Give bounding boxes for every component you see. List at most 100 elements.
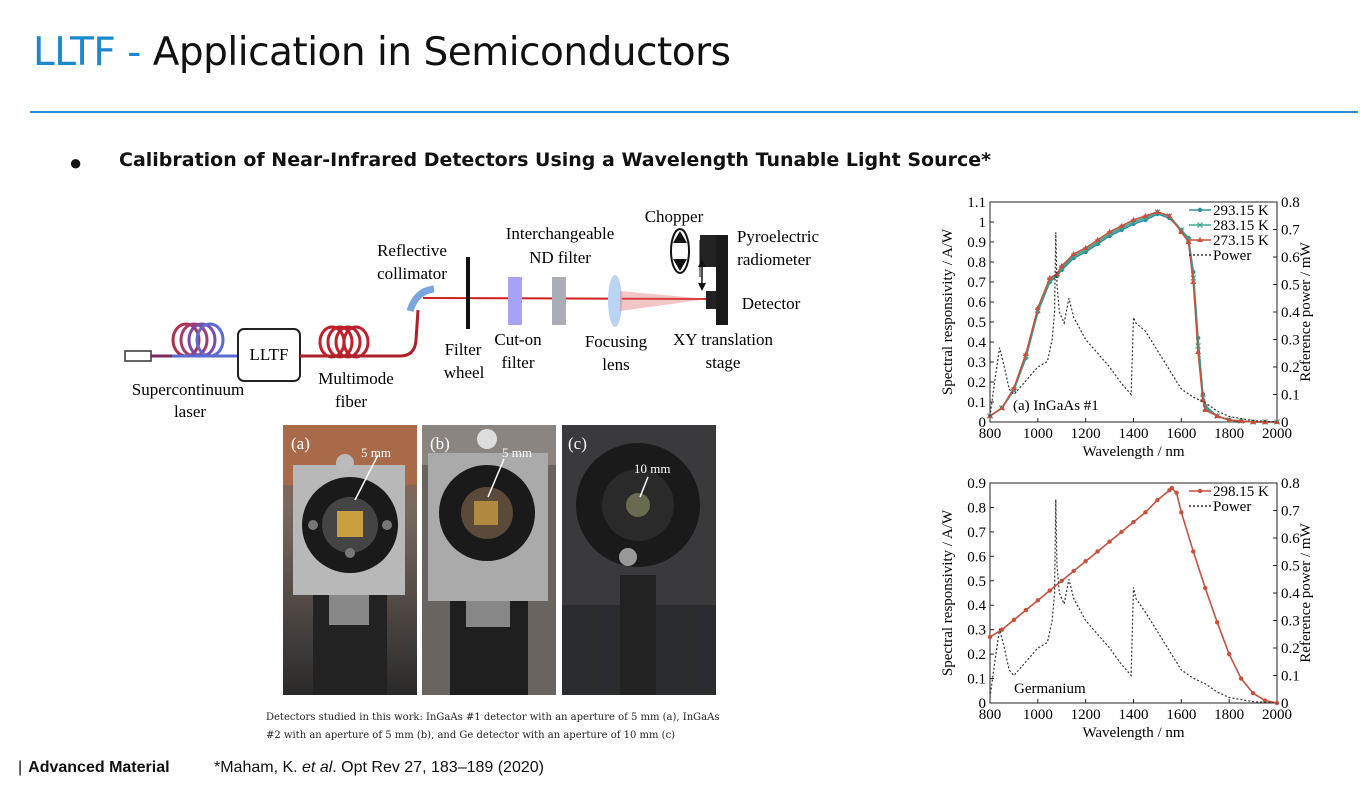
- data-point: [1250, 691, 1256, 696]
- x-tick-label: 1000: [1023, 426, 1053, 442]
- y2-tick-label: 0.8: [1281, 195, 1300, 211]
- y2-tick-label: 0.5: [1281, 278, 1300, 294]
- photo-c-panel: (c): [568, 434, 587, 453]
- data-point: [1226, 651, 1232, 657]
- legend-marker: [1197, 237, 1203, 242]
- data-point: [1010, 385, 1017, 390]
- detector: [706, 291, 718, 309]
- y2-tick-label: 0.7: [1281, 504, 1300, 520]
- data-point: [1058, 263, 1065, 268]
- title-brand: LLTF: [33, 30, 116, 75]
- photo-caption: Detectors studied in this work: InGaAs #…: [266, 712, 720, 741]
- label-nd-1: Interchangeable: [506, 224, 615, 243]
- photo-b-aperture: 5 mm: [502, 445, 532, 460]
- data-point: [1070, 251, 1077, 256]
- y-tick-label: 0.6: [967, 549, 986, 565]
- footer-reference: *Maham, K. et al. Opt Rev 27, 183–189 (2…: [214, 759, 544, 777]
- data-point: [1215, 620, 1220, 625]
- multimode-fiber: [310, 309, 420, 358]
- data-point: [1131, 519, 1136, 525]
- y2-tick-label: 0.1: [1281, 388, 1300, 404]
- data-point: [1022, 351, 1029, 356]
- chart-annotation: Germanium: [1014, 681, 1086, 697]
- y-tick-label: 0.6: [967, 295, 986, 311]
- slide-title: LLTF - Application in Semiconductors: [33, 30, 731, 75]
- y2-tick-label: 0.4: [1281, 586, 1300, 602]
- y2-tick-label: 0.2: [1281, 641, 1300, 657]
- y-tick-label: 1.1: [967, 195, 986, 211]
- y-tick-label: 0.3: [967, 623, 986, 639]
- y-tick-label: 0.4: [967, 598, 986, 614]
- data-point: [1214, 413, 1221, 418]
- data-point: [1083, 559, 1088, 564]
- data-point: [1238, 418, 1245, 423]
- data-point: [1203, 585, 1208, 591]
- x-axis-label: Wavelength / nm: [1082, 444, 1184, 460]
- data-point: [1011, 617, 1017, 623]
- label-reflective-2: collimator: [377, 264, 447, 283]
- photo-a-panel: (a): [291, 434, 310, 453]
- footer-left: | Advanced Material: [18, 759, 170, 777]
- legend-label: 273.15 K: [1213, 233, 1269, 249]
- nd-filter: [552, 277, 566, 325]
- photo-a-aperture: 5 mm: [361, 445, 391, 460]
- data-point: [1094, 237, 1101, 242]
- legend-label: 293.15 K: [1213, 203, 1269, 219]
- y2-tick-label: 0.2: [1281, 360, 1300, 376]
- ref-authors: *Maham, K.: [214, 759, 303, 776]
- data-point: [1178, 229, 1185, 234]
- label-supercontinuum-1: Supercontinuum: [132, 380, 244, 399]
- label-xy-1: XY translation: [673, 330, 773, 349]
- legend-label: 283.15 K: [1213, 218, 1269, 234]
- data-point: [1190, 279, 1197, 284]
- y2-tick-label: 0.3: [1281, 333, 1300, 349]
- data-point: [1143, 510, 1148, 515]
- y-tick-label: 0.1: [967, 672, 986, 688]
- y-tick-label: 0.7: [967, 525, 986, 541]
- x-tick-label: 1600: [1166, 707, 1196, 723]
- label-chopper: Chopper: [645, 207, 704, 226]
- label-cuton-2: filter: [501, 353, 534, 372]
- data-point: [1250, 419, 1257, 424]
- x-tick-label: 1400: [1119, 426, 1149, 442]
- focusing-lens: [608, 275, 622, 327]
- data-point: [1046, 275, 1053, 280]
- y-tick-label: 0.3: [967, 355, 986, 371]
- x-tick-label: 1800: [1214, 707, 1244, 723]
- fiber-coil-2: [318, 325, 370, 359]
- label-supercontinuum-2: laser: [174, 402, 206, 421]
- x-tick-label: 1600: [1166, 426, 1196, 442]
- data-point: [998, 405, 1005, 410]
- legend-label: 298.15 K: [1213, 484, 1269, 500]
- x-tick-label: 800: [979, 426, 1002, 442]
- legend-label: Power: [1213, 248, 1251, 264]
- footer-brand: Advanced Material: [28, 759, 170, 776]
- y-axis-label: Spectral responsivity / A/W: [940, 228, 956, 395]
- label-cuton-1: Cut-on: [494, 330, 542, 349]
- bullet-heading: Calibration of Near-Infrared Detectors U…: [119, 149, 992, 171]
- footer-bar: |: [18, 759, 23, 776]
- label-pyro-1: Pyroelectric: [737, 227, 820, 246]
- x-tick-label: 1400: [1119, 707, 1149, 723]
- data-point: [1059, 578, 1064, 583]
- y2-axis-label: Reference power / mW: [1298, 522, 1314, 662]
- x-tick-label: 1000: [1023, 707, 1053, 723]
- data-point: [1155, 497, 1160, 503]
- legend-marker: [1197, 222, 1203, 228]
- fiber-coil-1: [171, 322, 225, 358]
- data-point: [1238, 676, 1244, 681]
- series-line: [989, 232, 1278, 423]
- data-point: [1071, 568, 1076, 574]
- label-pyro-2: radiometer: [737, 250, 811, 269]
- cuton-filter: [508, 277, 522, 325]
- data-point: [987, 634, 993, 640]
- label-xy-2: stage: [706, 353, 741, 372]
- label-reflective-1: Reflective: [377, 241, 447, 260]
- photo-a: (a) 5 mm: [283, 425, 417, 695]
- bullet-icon: ●: [69, 150, 83, 175]
- data-point: [1262, 698, 1268, 703]
- y2-tick-label: 0.4: [1281, 305, 1300, 321]
- y-tick-label: 0.1: [967, 395, 986, 411]
- data-point: [1226, 417, 1233, 422]
